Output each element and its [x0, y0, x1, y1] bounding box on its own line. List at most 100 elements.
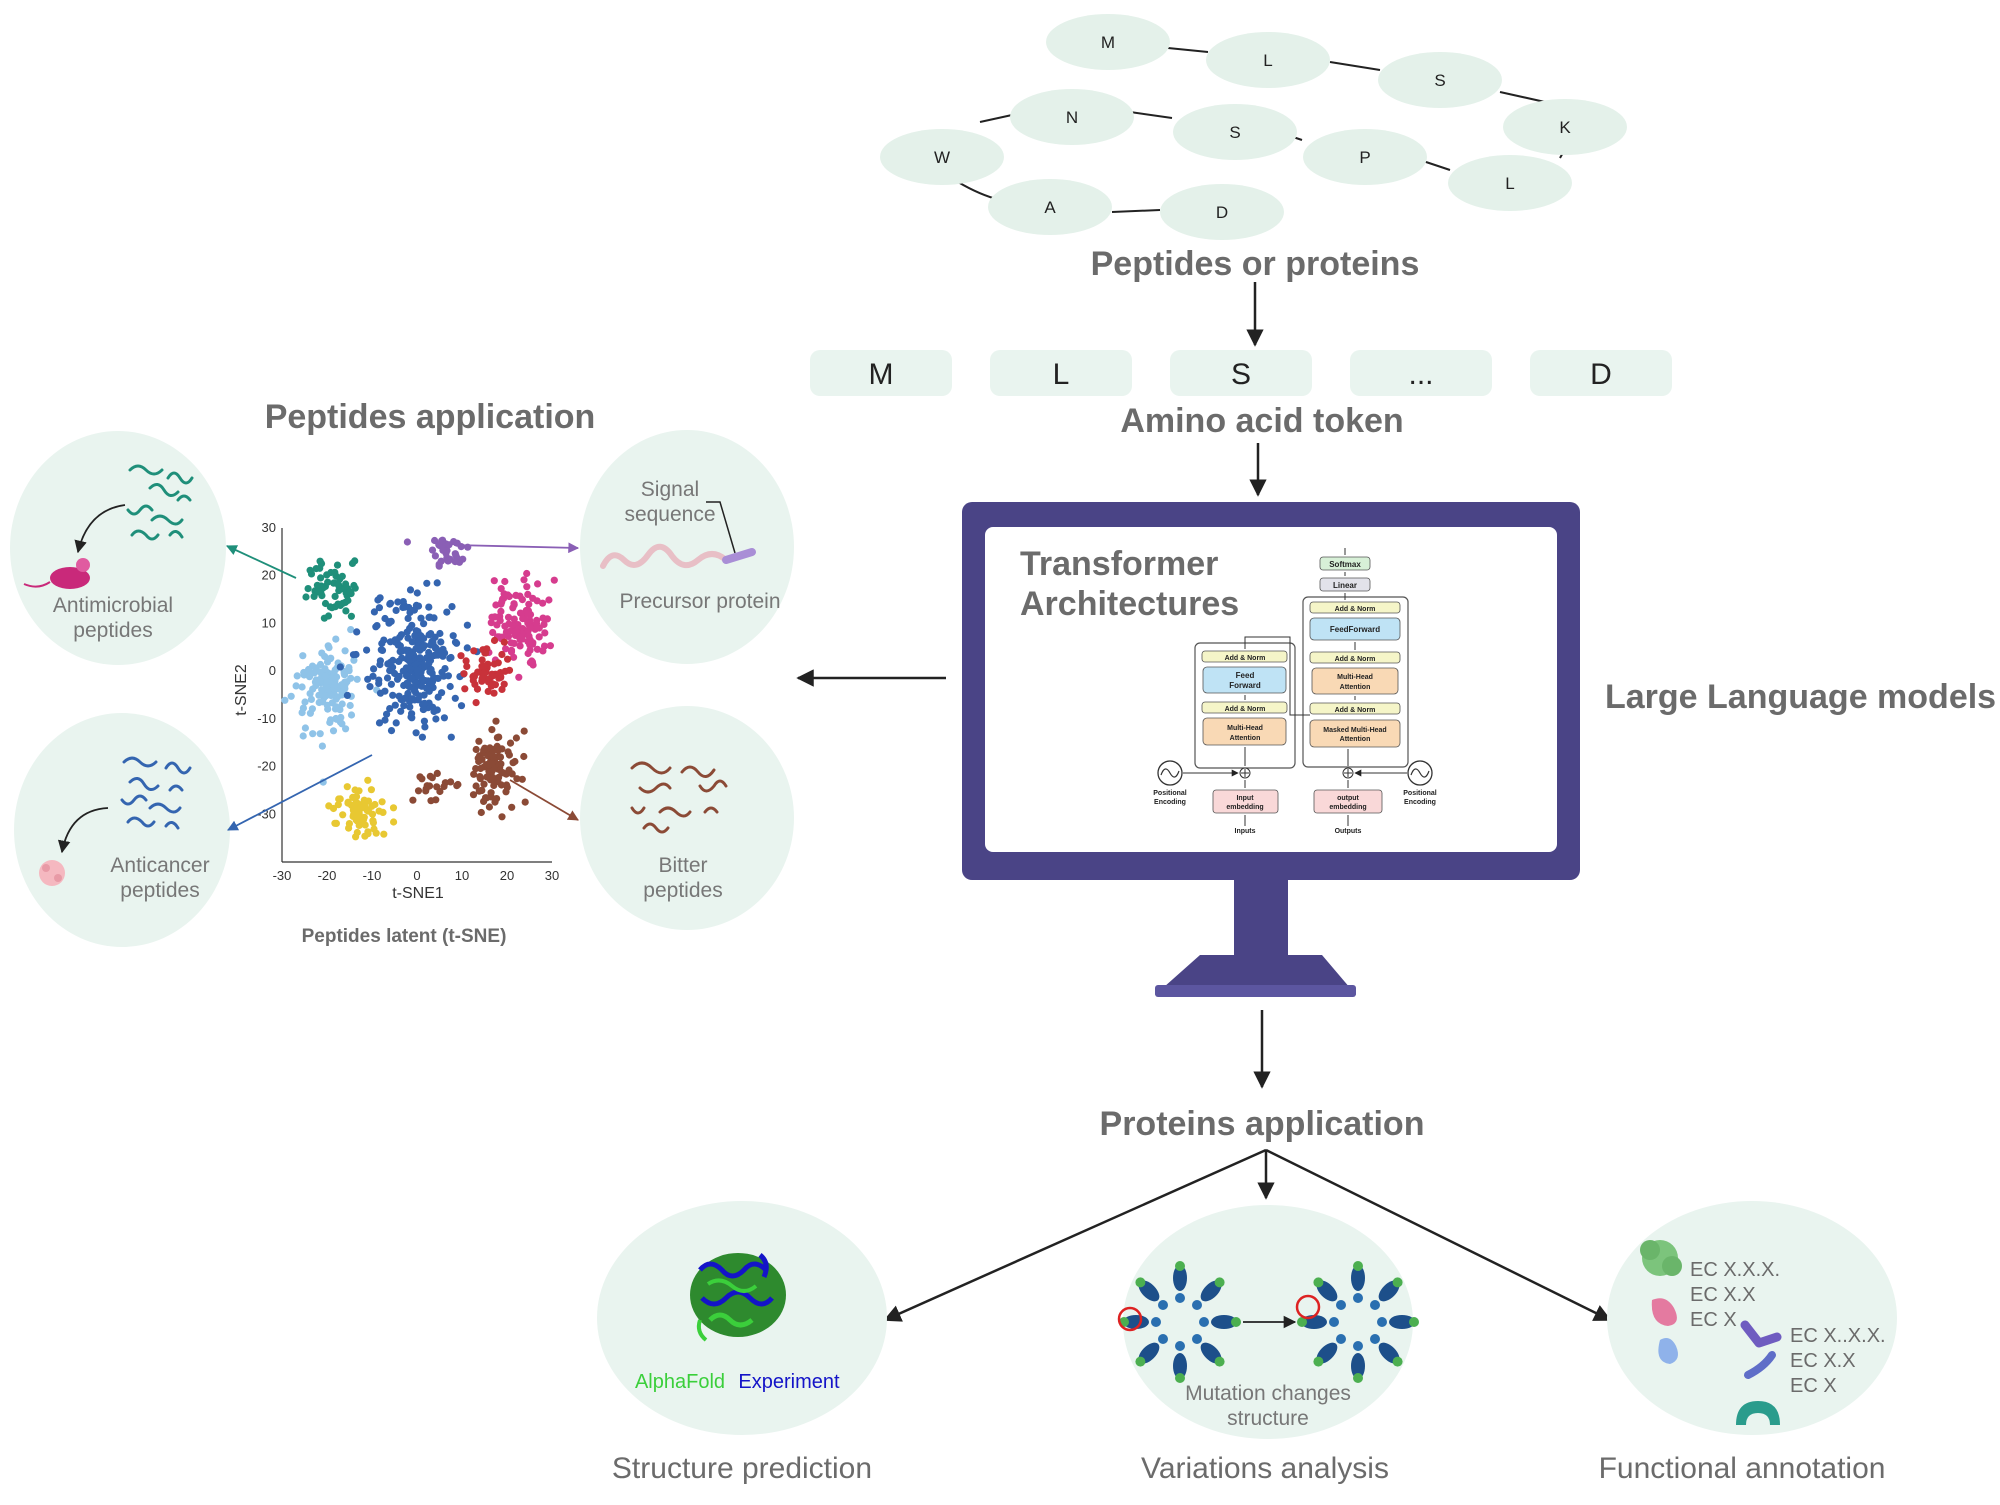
tsne-point	[406, 624, 414, 633]
tsne-point	[411, 632, 419, 640]
transformer-heading: Transformer	[1020, 545, 1218, 583]
tsne-point	[420, 634, 428, 643]
antimicrobial-label-2: peptides	[73, 619, 152, 642]
tsne-point	[318, 649, 326, 657]
tsne-point	[428, 774, 436, 782]
token-bg	[990, 350, 1132, 396]
globular-enzyme-icon	[1640, 1240, 1682, 1276]
tsne-point	[386, 705, 394, 713]
tsne-point	[413, 589, 421, 597]
enc-positional-label: Positional	[1153, 790, 1187, 797]
tsne-point	[361, 821, 369, 829]
tsne-point	[453, 782, 461, 790]
tsne-point	[353, 675, 361, 683]
tsne-point	[448, 603, 456, 611]
tsne-point	[333, 693, 342, 701]
tsne-point	[387, 727, 396, 735]
tsne-point	[497, 607, 505, 616]
tsne-point	[489, 628, 497, 637]
tsne-point	[520, 576, 528, 584]
dec-addnorm-1-label: Add & Norm	[1335, 707, 1376, 714]
input-embedding-box	[1212, 789, 1279, 814]
functional-bubble	[1607, 1201, 1897, 1435]
tsne-point	[524, 590, 532, 599]
tsne-point	[477, 808, 485, 817]
tsne-point	[504, 591, 512, 599]
y-tick-label: 20	[262, 568, 276, 583]
tsne-point	[490, 689, 498, 697]
tsne-point	[484, 687, 492, 696]
tsne-point	[404, 689, 412, 698]
tsne-y-label: t-SNE2	[233, 664, 250, 716]
residue-bubble	[1206, 32, 1330, 88]
tsne-point	[383, 674, 392, 682]
dec-mha	[1311, 667, 1399, 695]
subunit-core	[1192, 1300, 1202, 1310]
tsne-point	[420, 717, 428, 725]
residue-letter: L	[1505, 174, 1514, 193]
anticancer-curved-arrow	[57, 807, 109, 854]
tsne-point	[481, 649, 489, 657]
x-tick-label: 20	[500, 868, 514, 883]
dec-masked-label: Masked Multi-Head	[1323, 727, 1386, 734]
tsne-point	[427, 665, 435, 674]
tsne-point	[329, 727, 338, 735]
protein-structure-icon	[690, 1253, 786, 1342]
tsne-point	[498, 768, 506, 776]
tsne-point	[438, 689, 446, 697]
tsne-point	[364, 675, 372, 683]
tsne-point	[478, 786, 486, 795]
tsne-point	[498, 650, 506, 659]
subunit-cap	[1392, 1277, 1403, 1288]
antimicrobial-peptides-icon	[126, 464, 194, 541]
tsne-point	[329, 804, 338, 813]
tsne-point	[353, 628, 361, 636]
residue-letter: A	[1044, 198, 1056, 217]
tsne-point	[321, 672, 329, 680]
signal-peptide-icon	[722, 548, 756, 564]
tsne-point	[316, 557, 324, 565]
bitter-peptides-icon	[630, 761, 728, 834]
token-bg	[1350, 350, 1492, 396]
subunit-cap	[1214, 1277, 1225, 1288]
subunit-core	[1175, 1293, 1185, 1303]
tsne-point	[335, 587, 343, 595]
tsne-point	[503, 781, 511, 789]
bacterium-icon	[23, 558, 90, 589]
tsne-point	[309, 730, 317, 738]
violet-enzyme-icon	[1744, 1351, 1776, 1379]
tsne-point	[387, 680, 395, 688]
tsne-point	[463, 621, 471, 629]
tsne-point	[396, 648, 404, 656]
tsne-point	[513, 775, 521, 783]
enc-positional-label-2: Encoding	[1154, 799, 1186, 806]
tsne-point	[443, 608, 451, 616]
tsne-point	[316, 564, 324, 572]
tsne-point	[550, 576, 558, 584]
antimicrobial-bubble	[10, 431, 226, 665]
dec-addnorm-3	[1309, 601, 1401, 614]
mutant-complex-icon	[1295, 1261, 1419, 1383]
tsne-point	[316, 660, 325, 669]
tsne-point	[487, 619, 495, 627]
x-tick-label: -10	[363, 868, 382, 883]
tsne-point	[521, 798, 529, 806]
tsne-point	[447, 778, 455, 786]
dec-feedforward-label: FeedForward	[1330, 625, 1380, 634]
tsne-point	[324, 612, 333, 620]
tsne-point	[403, 538, 411, 546]
llm-label: Large Language models	[1605, 678, 1996, 716]
tsne-point	[420, 620, 428, 628]
anticancer-label: Anticancer	[110, 854, 209, 877]
token-box: L	[990, 350, 1132, 396]
residue-bubble	[1010, 89, 1134, 145]
precursor-protein-label: Precursor protein	[619, 590, 780, 613]
tsne-point	[490, 636, 499, 645]
dec-masked	[1309, 719, 1401, 748]
tsne-point	[301, 724, 309, 732]
subunit-cap	[1135, 1356, 1146, 1367]
y-tick-label: 0	[269, 663, 276, 678]
tsne-point	[434, 674, 442, 683]
residue-node: P	[1303, 129, 1427, 185]
